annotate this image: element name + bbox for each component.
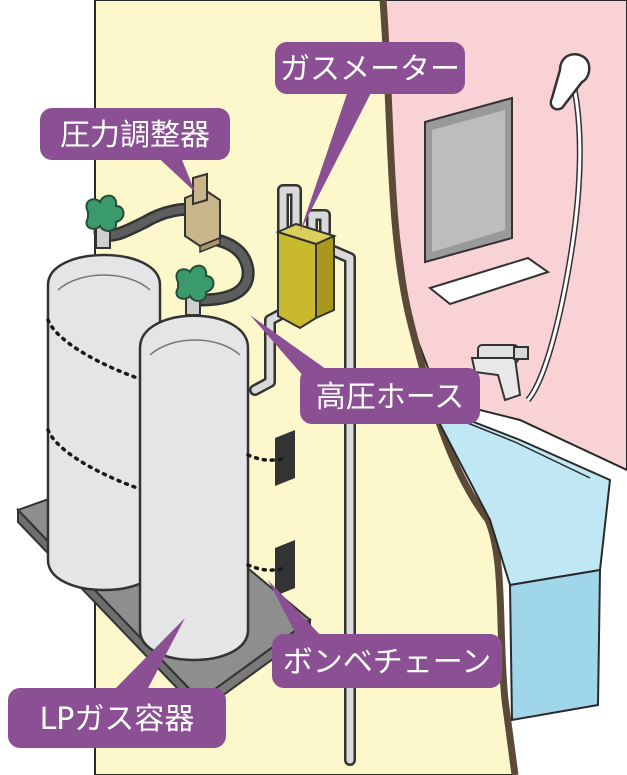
callout-pressure-regulator: 圧力調整器 (40, 108, 230, 192)
label-gas-meter: ガスメーター (280, 52, 460, 87)
callout-lp-gas-container: LPガス容器 (8, 618, 226, 748)
callout-gas-meter: ガスメーター (275, 42, 465, 232)
pressure-regulator (184, 172, 221, 254)
shower-head (549, 53, 591, 111)
label-lp-gas-container: LPガス容器 (40, 702, 195, 737)
label-high-pressure-hose: 高圧ホース (316, 380, 465, 415)
shelf (427, 256, 551, 306)
label-cylinder-chain: ボンベチェーン (283, 645, 492, 680)
chain-front-upper (246, 453, 287, 462)
bathroom-fixtures (424, 53, 612, 722)
wall-bracket-upper (275, 430, 295, 486)
wall-bracket-lower (275, 540, 295, 596)
chain-front-lower (246, 563, 287, 572)
label-pressure-regulator: 圧力調整器 (60, 118, 210, 153)
callout-cylinder-chain: ボンベチェーン (268, 580, 502, 688)
gas-piping (249, 184, 356, 766)
callout-high-pressure-hose: 高圧ホース (250, 315, 480, 424)
valve-handle-back (85, 194, 125, 232)
gas-meter (275, 222, 337, 330)
faucet (470, 344, 529, 402)
valve-handle-front (175, 264, 215, 302)
